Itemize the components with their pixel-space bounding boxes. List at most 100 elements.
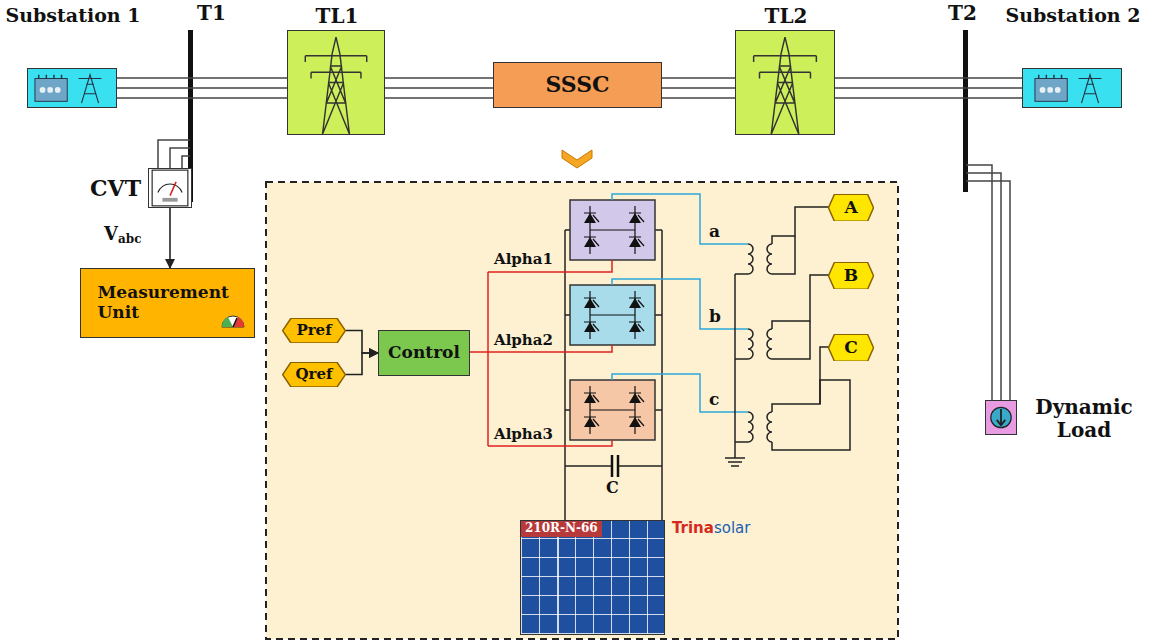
- firing-wires: [470, 260, 612, 446]
- hexagon-shape: [828, 194, 873, 221]
- drawing-part: [612, 374, 748, 412]
- drawing-part: [170, 182, 176, 196]
- drawing-part: [772, 236, 795, 274]
- coil-winding: [748, 244, 753, 274]
- component-box: TL2: [735, 30, 835, 135]
- thyristor-gate: [584, 237, 599, 246]
- hexagon-node: Qref: [282, 362, 346, 387]
- text-label: Alpha3: [493, 426, 554, 443]
- node-label: Control: [388, 343, 460, 363]
- text-label: c: [708, 390, 720, 409]
- drawing-part: [55, 87, 61, 93]
- tower-icon: [736, 31, 834, 134]
- connector: [385, 78, 493, 98]
- drawing-part: [728, 461, 742, 463]
- drawing-part: [40, 87, 46, 93]
- hexagon-shape: [828, 334, 873, 361]
- drawing-part: [1079, 75, 1102, 104]
- node-label: TL2: [765, 5, 808, 28]
- sub-icon: [28, 69, 116, 107]
- drawing-part: [1040, 87, 1046, 93]
- drawing-part: [772, 380, 850, 450]
- drawing-part: [1039, 75, 1062, 79]
- text-label: T1: [197, 2, 226, 24]
- drawing-part: [772, 321, 810, 359]
- zoom-chevron: [562, 150, 592, 168]
- drawing-part: [182, 156, 190, 168]
- phase-wires: [612, 194, 748, 412]
- bridge-tie: [590, 230, 635, 231]
- thyristor-triangle: [584, 417, 596, 427]
- node-label: C: [844, 338, 858, 358]
- thyristor-symbols: [584, 206, 644, 434]
- coil-winding: [767, 244, 772, 274]
- drawing-part: [725, 457, 745, 459]
- thyristor-gate: [629, 213, 644, 222]
- drawing-part: [997, 409, 1005, 425]
- drawing-part: [611, 455, 614, 477]
- drawing-part: [323, 37, 350, 134]
- drawing-part: [612, 194, 748, 244]
- drawing-part: [162, 198, 177, 202]
- thyristor-triangle: [584, 393, 596, 403]
- drawing-part: [1035, 79, 1067, 102]
- coil-winding: [767, 329, 772, 359]
- node-label: SSSC: [545, 72, 609, 97]
- drawing-part: [39, 75, 62, 79]
- hexagon-node: Pref: [282, 318, 346, 343]
- component-box: CVT: [148, 168, 192, 208]
- connector: [346, 353, 378, 375]
- tower-icon: [288, 31, 384, 134]
- hexagon-shape: [283, 362, 346, 387]
- connector: [662, 78, 735, 98]
- text-label: Trina: [672, 520, 714, 537]
- drawing-part: [1055, 87, 1061, 93]
- bridge-c: [570, 380, 655, 440]
- bridge-tie: [590, 410, 635, 411]
- drawing-part: [222, 317, 233, 327]
- thyristor-triangle: [584, 213, 596, 223]
- drawing-part: [222, 316, 244, 327]
- text-label: C: [605, 479, 620, 497]
- node-label: CVT: [90, 176, 141, 201]
- thyristor-gate: [584, 393, 599, 402]
- bridge-tie: [590, 315, 635, 316]
- node-label: Pref: [296, 322, 331, 339]
- node-label: Substation 1: [6, 5, 141, 27]
- drawing-part: [772, 207, 830, 244]
- drawing-part: [487, 272, 489, 446]
- node-label: Dynamic Load: [1028, 396, 1140, 442]
- load-icon: [986, 401, 1016, 434]
- connector: [169, 208, 171, 268]
- gauge-icon: [220, 311, 246, 329]
- thyristor-gate: [629, 298, 644, 307]
- drawing-part: [170, 148, 190, 168]
- bridge-b: [570, 285, 655, 345]
- drawing-part: [661, 230, 663, 520]
- hexagon-shape: [828, 262, 873, 289]
- thyristor-triangle: [629, 237, 641, 247]
- drawing-part: [47, 87, 53, 93]
- drawing-part: [655, 229, 662, 231]
- text-label: V: [104, 224, 118, 244]
- drawing-part: [772, 275, 830, 329]
- drawing-part: [966, 165, 992, 400]
- cvt-wires: [158, 140, 190, 168]
- thyristor-triangle: [629, 298, 641, 308]
- coil-winding: [748, 329, 753, 359]
- node-label: A: [844, 198, 857, 218]
- drawing-part: [655, 409, 662, 411]
- connector: [346, 331, 378, 354]
- thyristor-gate: [629, 393, 644, 402]
- thyristor-triangle: [584, 237, 596, 247]
- meter-icon: [149, 169, 191, 207]
- thyristor-gate: [584, 322, 599, 331]
- component-box: 210R-N-66: [520, 520, 665, 635]
- component-box: SSSC: [493, 62, 662, 108]
- text-label: solar: [714, 520, 751, 537]
- connector: [835, 78, 1022, 98]
- bus-bar-t2: [963, 30, 968, 192]
- capacitor-symbol: [612, 455, 618, 477]
- hexagon-shape: [283, 318, 346, 343]
- hexagon-node: C: [828, 334, 874, 362]
